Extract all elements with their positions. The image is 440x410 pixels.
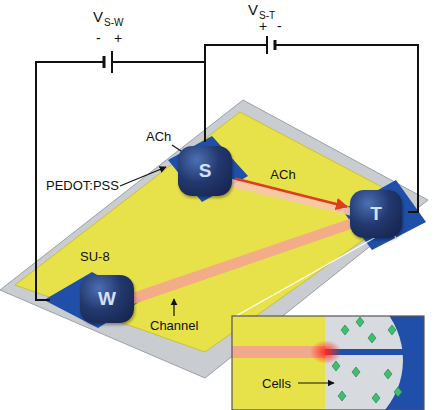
battery-symbol [266,36,268,54]
electrode-pad [342,180,426,250]
cell [356,317,364,327]
voltage-subscript: S-W [104,18,123,28]
chemical-label: ACh [146,130,171,143]
battery-symbol [111,51,113,73]
electrode-name: T [370,203,382,225]
zoom-line [236,233,383,316]
chemical-label: ACh [270,168,295,181]
cell [338,391,346,401]
inset-well [325,316,403,410]
cell [372,393,380,403]
electrode-droplet: W [80,275,134,323]
channel [132,218,354,304]
polarity-sign: - [96,31,101,45]
inset-su8 [232,316,325,410]
layer-label: PEDOT:PSS [46,179,119,192]
voltage-symbol: V [93,9,103,24]
leader-line [298,382,334,383]
electrode-name: S [199,160,212,182]
part-label: Cells [262,377,291,390]
inset [232,316,424,410]
cell [352,367,360,377]
channel [226,178,352,216]
battery-symbol [103,56,106,68]
inset-frame [232,316,424,410]
cell [341,325,349,335]
cell [388,325,396,335]
cell [368,333,376,343]
cells [332,317,402,403]
polarity-sign: + [114,31,122,45]
electrode-droplet: S [178,146,232,196]
zoom-line [394,233,422,316]
battery-symbol [274,40,277,50]
part-label: Channel [150,319,198,332]
electrode-pad [168,136,248,202]
cell [332,361,340,371]
diffusion-arrow [235,179,347,207]
electrode-pad [44,272,142,328]
wire [275,45,418,212]
cell [384,369,392,379]
wire [112,62,205,142]
leader-line [173,299,174,316]
voltage-symbol: V [248,2,258,17]
layer-label: SU-8 [80,250,110,263]
ach-release [310,340,342,364]
wire [205,45,267,62]
leader-line [120,167,166,186]
electrode-name: W [98,288,116,310]
electrode-droplet: T [350,190,402,238]
wire [36,45,418,300]
cell [394,387,402,397]
polarity-sign: - [277,19,282,33]
polarity-sign: + [259,19,267,33]
